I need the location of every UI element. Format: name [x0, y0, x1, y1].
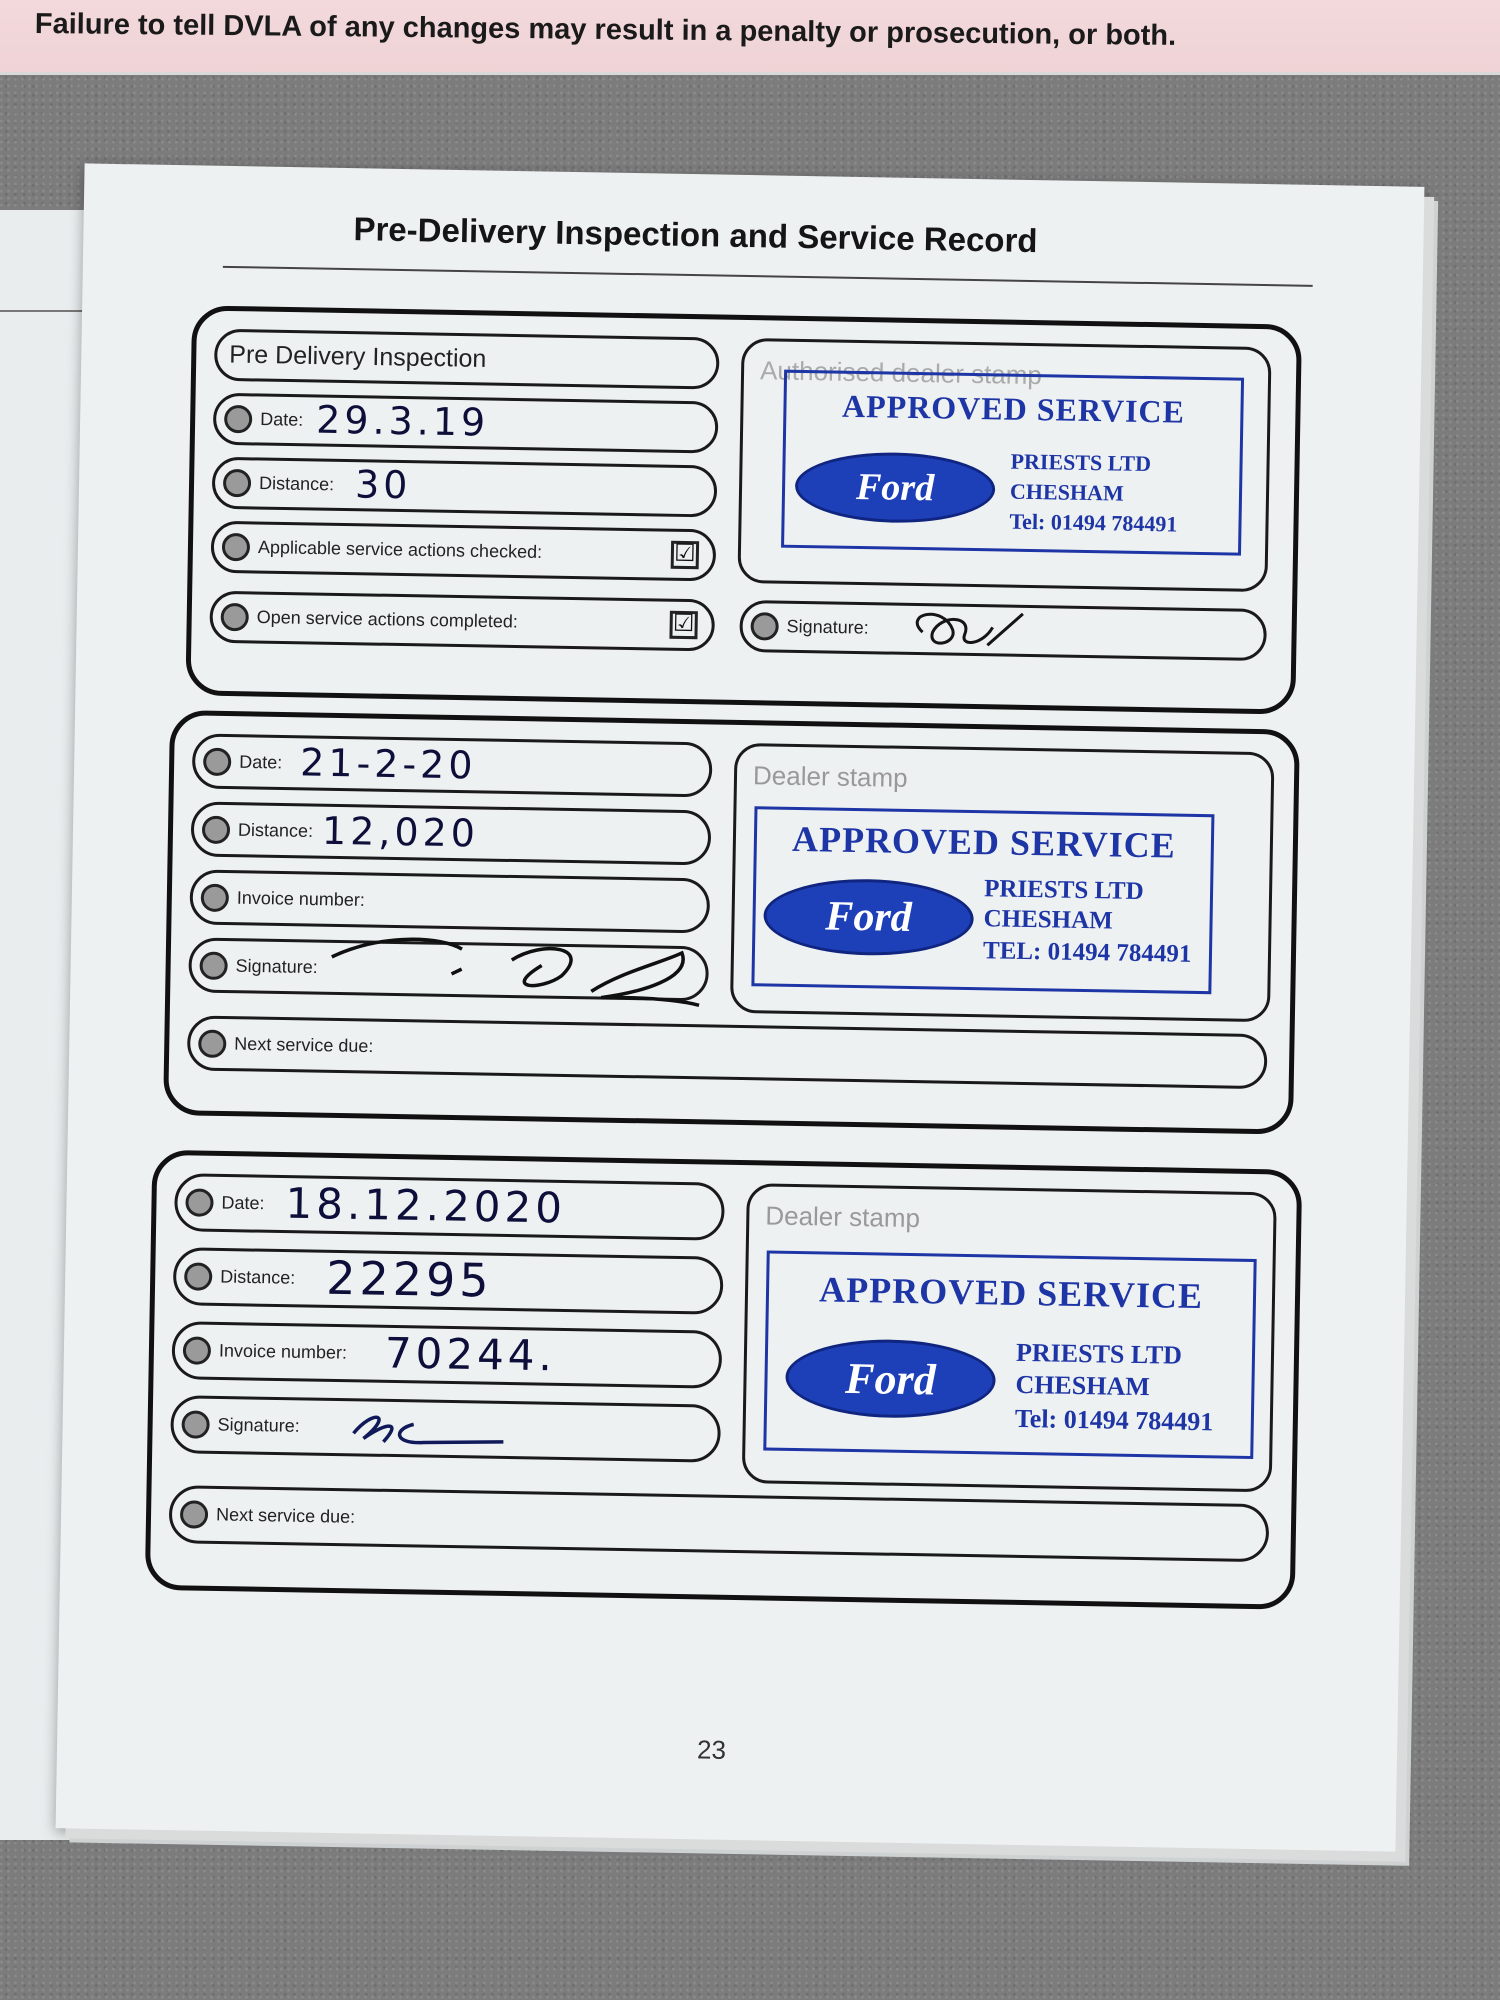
ford-logo-icon: Ford	[794, 450, 996, 525]
service2-signature-mark	[352, 1415, 504, 1445]
ford-logo-icon: Ford	[762, 877, 975, 958]
pdi-dealer-stamp: APPROVED SERVICE Ford PRIESTS LTD CHESHA…	[781, 369, 1245, 556]
service2-signature-field: Signature:	[170, 1395, 722, 1463]
service2-invoice-value: 70244.	[384, 1328, 557, 1381]
service1-signature-radio[interactable]	[199, 951, 228, 980]
pdi-applicable-radio[interactable]	[221, 532, 251, 562]
service2-section: Date: 18.12.2020 Distance: 22295 Invoice…	[144, 1149, 1303, 1610]
service1-invoice-field: Invoice number:	[189, 869, 711, 934]
service1-distance-value: 12,020	[321, 808, 480, 856]
service2-date-label: Date:	[221, 1192, 265, 1214]
pdi-stamp-heading: APPROVED SERVICE	[841, 387, 1186, 430]
service2-distance-label: Distance:	[220, 1266, 296, 1288]
service1-dealer-stamp: APPROVED SERVICE Ford PRIESTS LTD CHESHA…	[751, 806, 1215, 995]
service2-dealer-stamp: APPROVED SERVICE Ford PRIESTS LTD CHESHA…	[763, 1250, 1257, 1460]
service1-signature-field: Signature:	[188, 937, 710, 1007]
pdi-date-radio[interactable]	[223, 404, 253, 434]
service1-date-field: Date: 21-2-20	[191, 733, 713, 798]
service2-signature-radio[interactable]	[181, 1410, 210, 1439]
pdi-open-label: Open service actions completed:	[256, 607, 519, 632]
pdi-stamp-line3: Tel: 01494 784491	[1009, 508, 1178, 537]
service2-stamp-heading: APPROVED SERVICE	[818, 1269, 1204, 1317]
service1-distance-radio[interactable]	[201, 815, 231, 844]
service2-next-label: Next service due:	[215, 1504, 356, 1527]
pdi-signature-mark	[915, 612, 1024, 647]
service1-date-radio[interactable]	[202, 747, 232, 776]
pdi-section: Pre Delivery Inspection Date: 29.3.19 Di…	[185, 305, 1303, 715]
pdi-applicable-field: Applicable service actions checked: ☑	[210, 520, 717, 582]
service1-date-value: 21-2-20	[299, 739, 477, 787]
service2-stamp-line1: PRIESTS LTD	[1015, 1337, 1183, 1370]
service2-invoice-field: Invoice number: 70244.	[171, 1321, 723, 1389]
page-title: Pre-Delivery Inspection and Service Reco…	[353, 210, 1038, 260]
pdi-applicable-checkbox[interactable]: ☑	[670, 540, 700, 570]
pdi-distance-value: 30	[354, 462, 412, 508]
service1-section: Date: 21-2-20 Distance: 12,020 Invoice n…	[163, 710, 1300, 1135]
pdi-open-radio[interactable]	[220, 602, 249, 632]
pdi-signature-label: Signature:	[786, 616, 869, 638]
service2-distance-value: 22295	[325, 1250, 494, 1308]
service1-next-label: Next service due:	[234, 1033, 374, 1056]
service2-stamp-line2: CHESHAM	[1015, 1369, 1151, 1402]
pdi-distance-field: Distance: 30	[211, 456, 718, 518]
service2-stamp-line3: Tel: 01494 784491	[1014, 1403, 1214, 1437]
service2-stamp-box: Dealer stamp APPROVED SERVICE Ford PRIES…	[741, 1183, 1277, 1493]
pdi-stamp-line1: PRIESTS LTD	[1010, 448, 1152, 477]
service2-invoice-radio[interactable]	[182, 1336, 212, 1365]
service2-next-field: Next service due:	[168, 1485, 1270, 1563]
service2-date-radio[interactable]	[185, 1188, 214, 1217]
pdi-stamp-line2: CHESHAM	[1009, 478, 1124, 506]
page-number: 23	[696, 1734, 727, 1765]
pdi-open-checkbox[interactable]: ☑	[669, 610, 698, 640]
service1-next-field: Next service due:	[186, 1015, 1268, 1090]
service1-date-label: Date:	[239, 751, 283, 772]
ford-logo-icon: Ford	[784, 1337, 997, 1420]
service2-date-value: 18.12.2020	[285, 1178, 567, 1233]
service2-invoice-label: Invoice number:	[218, 1340, 348, 1363]
service1-distance-field: Distance: 12,020	[190, 801, 712, 866]
pdi-distance-radio[interactable]	[222, 468, 252, 498]
service1-stamp-heading: APPROVED SERVICE	[791, 818, 1177, 866]
service1-distance-label: Distance:	[237, 819, 314, 841]
service1-stamp-line1: PRIESTS LTD	[983, 875, 1144, 906]
service2-next-radio[interactable]	[179, 1500, 209, 1529]
dvla-warning-banner: Failure to tell DVLA of any changes may …	[0, 0, 1500, 75]
left-page-rule	[0, 310, 95, 312]
pdi-distance-label: Distance:	[258, 473, 335, 495]
service1-stamp-line2: CHESHAM	[983, 905, 1113, 935]
pdi-title: Pre Delivery Inspection	[229, 340, 487, 373]
pdi-applicable-label: Applicable service actions checked:	[257, 537, 543, 562]
pdi-open-field: Open service actions completed: ☑	[209, 590, 716, 652]
service2-distance-field: Distance: 22295	[172, 1247, 724, 1315]
pdi-date-field: Date: 29.3.19	[212, 392, 719, 454]
service2-stamp-caption: Dealer stamp	[765, 1200, 921, 1234]
service2-date-field: Date: 18.12.2020	[174, 1173, 725, 1241]
service1-stamp-caption: Dealer stamp	[752, 760, 908, 793]
service1-stamp-line3: TEL: 01494 784491	[982, 937, 1192, 968]
title-rule	[222, 265, 1313, 287]
dvla-warning-text: Failure to tell DVLA of any changes may …	[34, 8, 1177, 52]
service1-invoice-label: Invoice number:	[236, 887, 366, 910]
pdi-signature-radio[interactable]	[750, 612, 779, 641]
pdi-stamp-box: Authorised dealer stamp APPROVED SERVICE…	[737, 337, 1272, 593]
service1-stamp-box: Dealer stamp APPROVED SERVICE Ford PRIES…	[729, 742, 1275, 1023]
pdi-title-field: Pre Delivery Inspection	[213, 328, 720, 390]
service1-invoice-radio[interactable]	[200, 883, 230, 912]
pdi-date-label: Date:	[260, 409, 304, 430]
service2-signature-label: Signature:	[217, 1414, 300, 1436]
pdi-date-value: 29.3.19	[315, 397, 490, 445]
service1-next-radio[interactable]	[198, 1029, 227, 1058]
service2-distance-radio[interactable]	[183, 1262, 213, 1291]
service-record-page: Pre-Delivery Inspection and Service Reco…	[55, 163, 1425, 1852]
pdi-signature-field: Signature:	[739, 599, 1268, 662]
service1-signature-mark	[331, 937, 700, 1007]
